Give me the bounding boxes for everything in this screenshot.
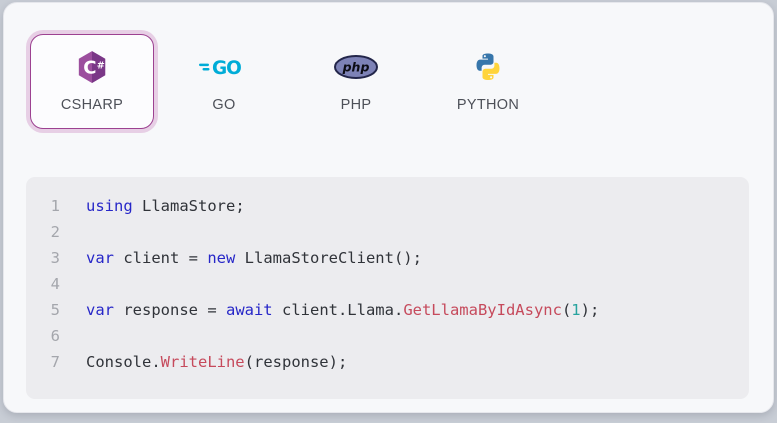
code-text: using LlamaStore;: [60, 193, 245, 219]
code-token-plain: Console.: [86, 353, 161, 371]
svg-text:php: php: [342, 60, 370, 75]
line-number: 2: [50, 223, 60, 241]
code-text: [60, 271, 86, 297]
code-token-function: WriteLine: [160, 353, 245, 371]
tab-csharp[interactable]: C # CSHARP: [30, 34, 154, 129]
svg-text:#: #: [97, 61, 105, 72]
code-token-plain: client.Llama.: [272, 301, 404, 319]
code-token-keyword: new: [207, 249, 236, 267]
tab-python[interactable]: PYTHON: [426, 34, 550, 129]
tab-label-python: PYTHON: [456, 97, 520, 113]
code-token-keyword: var: [86, 301, 114, 319]
tab-label-csharp: CSHARP: [60, 97, 124, 113]
code-text: [60, 219, 86, 245]
svg-text:C: C: [83, 57, 96, 78]
line-number: 6: [50, 327, 60, 345]
line-number: 5: [50, 301, 60, 319]
line-number: 3: [50, 249, 60, 267]
code-text: Console.WriteLine(response);: [60, 349, 347, 375]
code-token-keyword: await: [225, 301, 273, 319]
tab-label-php: PHP: [340, 97, 372, 113]
code-token-function: GetLlamaByIdAsync: [403, 301, 562, 319]
code-token-plain: LlamaStore;: [132, 197, 245, 215]
code-token-plain: (: [561, 301, 572, 319]
code-text: [60, 323, 86, 349]
code-token-plain: response =: [114, 301, 226, 319]
python-icon: [473, 50, 503, 84]
code-token-plain: client =: [114, 249, 208, 267]
code-token-keyword: var: [86, 249, 114, 267]
code-token-plain: (response);: [244, 353, 348, 371]
code-token-number: 1: [571, 301, 581, 319]
code-token-keyword: using: [86, 197, 133, 215]
go-icon: GO: [199, 50, 249, 84]
tab-go[interactable]: GO GO: [162, 34, 286, 129]
code-token-plain: LlamaStoreClient();: [235, 249, 422, 267]
code-token-plain: );: [580, 301, 600, 319]
code-line: 4: [26, 271, 749, 297]
tab-php[interactable]: php PHP: [294, 34, 418, 129]
line-number: 7: [50, 353, 60, 371]
svg-text:GO: GO: [212, 58, 241, 79]
php-icon: php: [333, 50, 379, 84]
csharp-icon: C #: [77, 50, 107, 84]
language-tabs: C # CSHARP GO GO php: [30, 34, 773, 129]
code-line: 2: [26, 219, 749, 245]
code-text: var client = new LlamaStoreClient();: [60, 245, 422, 271]
line-number: 4: [50, 275, 60, 293]
code-line: 6: [26, 323, 749, 349]
code-snippet-card: C # CSHARP GO GO php: [3, 2, 774, 413]
line-number: 1: [50, 197, 60, 215]
tab-label-go: GO: [212, 97, 236, 113]
code-text: var response = await client.Llama.GetLla…: [60, 297, 599, 323]
